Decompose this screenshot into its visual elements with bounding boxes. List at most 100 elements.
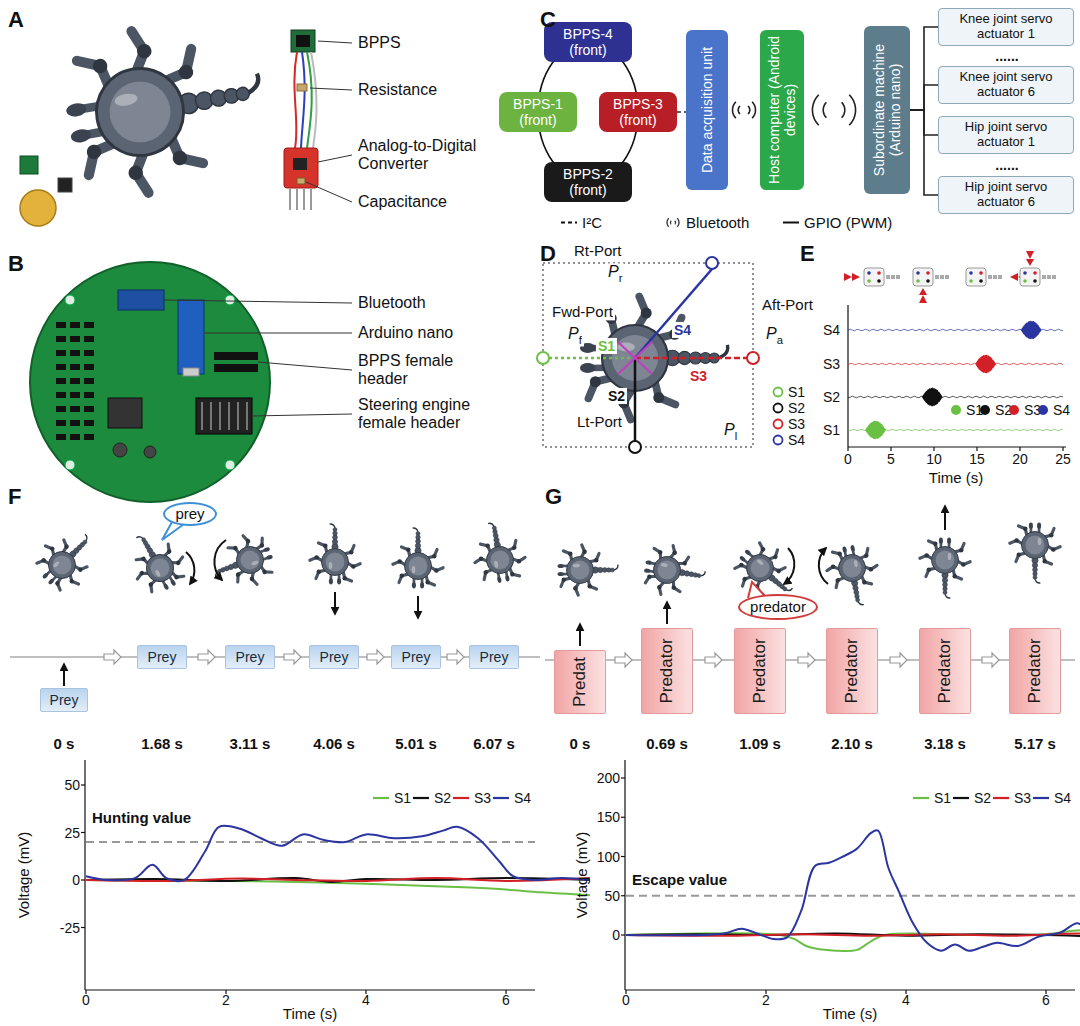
legend-marker [774, 404, 783, 413]
time-label: 4.06 s [313, 735, 355, 752]
header-socket [84, 364, 94, 370]
legend-line [783, 221, 799, 223]
node-text: predator [750, 598, 806, 615]
figure-detail [1038, 538, 1042, 545]
figure-detail [936, 551, 955, 570]
sensor-line [635, 269, 712, 358]
legend-item: S3 [992, 790, 1031, 806]
legend-text: S2 [974, 790, 991, 806]
figure-detail [54, 580, 60, 586]
panel-letter: A [8, 7, 24, 32]
figure-detail [658, 550, 663, 555]
robot-icon [1023, 279, 1027, 283]
port-marker [537, 352, 549, 364]
robot-icon [877, 279, 881, 283]
step-arrow [198, 650, 215, 664]
figure-detail [672, 550, 677, 555]
legend-item: S3 [1008, 402, 1041, 418]
figure-detail [927, 567, 932, 572]
figure-detail [178, 64, 195, 81]
axis-tick [1019, 447, 1020, 451]
legend-swatch [912, 792, 930, 804]
robot-icon [998, 275, 1002, 279]
arduino-board [178, 300, 204, 374]
robot-figure [1010, 523, 1060, 583]
port-label: Aft-Port [762, 296, 813, 313]
figure-detail [163, 583, 170, 590]
figure-detail [416, 532, 420, 536]
figure-detail [653, 392, 664, 403]
robot-figure [119, 523, 193, 601]
figure-detail [492, 526, 497, 531]
legend-line [561, 221, 577, 223]
figure-detail [136, 535, 143, 541]
axis-tick [81, 832, 85, 833]
figure-detail [947, 538, 951, 544]
robot-icon [1052, 275, 1056, 279]
leader-line [306, 182, 352, 202]
figure-detail [739, 555, 746, 562]
capacitor-symbol [144, 446, 156, 458]
figure-detail [864, 553, 869, 558]
robot-figure [640, 541, 708, 601]
figure-detail [775, 568, 781, 574]
panel-letter: F [8, 484, 21, 509]
figure-detail [568, 552, 573, 557]
part-label: BPPS female header [358, 352, 488, 389]
robot-icon [935, 275, 939, 279]
legend-swatch [372, 792, 390, 804]
time-label: 3.11 s [230, 735, 271, 752]
sensor-chip [291, 30, 315, 52]
part-label: Steering engine female header [358, 396, 498, 433]
legend-item: S4 [1032, 790, 1071, 806]
robot-figure [393, 528, 443, 588]
sensor-chip [296, 35, 310, 47]
sensor-label: S2 [606, 388, 627, 404]
legend-text: S3 [474, 790, 491, 806]
legend-swatch [492, 792, 510, 804]
port-symbol: Pl [722, 421, 739, 442]
figure-detail [420, 582, 424, 588]
figure-detail [249, 576, 255, 582]
header-pin [246, 402, 248, 430]
stage-box: Predator [919, 628, 971, 714]
figure-detail [567, 557, 594, 584]
header-pin [228, 402, 230, 430]
figure-detail [147, 555, 173, 581]
header-pin [310, 189, 312, 210]
axis-tick-label: 2 [762, 992, 770, 1008]
step-arrow [104, 650, 121, 664]
figure-detail [172, 150, 189, 167]
figure-detail [853, 560, 858, 568]
figure-detail [266, 554, 273, 560]
node-text: Host computer (Android devices) [766, 36, 798, 184]
axis-tick-label: 50 [604, 888, 620, 904]
figure-detail [233, 543, 268, 578]
figure-detail [945, 594, 950, 598]
sensor-label: S3 [688, 368, 709, 384]
figure-detail [42, 572, 49, 579]
stage-box: Predator [826, 628, 878, 714]
axis-tick-label: 100 [597, 848, 620, 864]
figure-detail [582, 549, 587, 554]
figure-detail [1026, 536, 1045, 555]
panel-letter: G [545, 484, 562, 509]
legend-line [373, 797, 389, 799]
time-label: 5.17 s [1014, 735, 1056, 752]
header-socket [70, 364, 80, 370]
legend-line [913, 797, 929, 799]
header-pin [289, 189, 291, 210]
figure-detail [235, 572, 241, 578]
step-arrow [284, 650, 301, 664]
stimulus-arrow [1010, 273, 1018, 281]
robot-figure [469, 518, 529, 586]
figure-detail [841, 557, 863, 579]
time-label: 1.09 s [739, 735, 781, 752]
figure-detail [488, 523, 494, 528]
legend-swatch [772, 418, 784, 430]
figure-detail [505, 575, 510, 582]
node-text: Prey [50, 692, 79, 708]
stage-box: Prey [469, 645, 519, 669]
legend-text: S3 [788, 416, 805, 432]
